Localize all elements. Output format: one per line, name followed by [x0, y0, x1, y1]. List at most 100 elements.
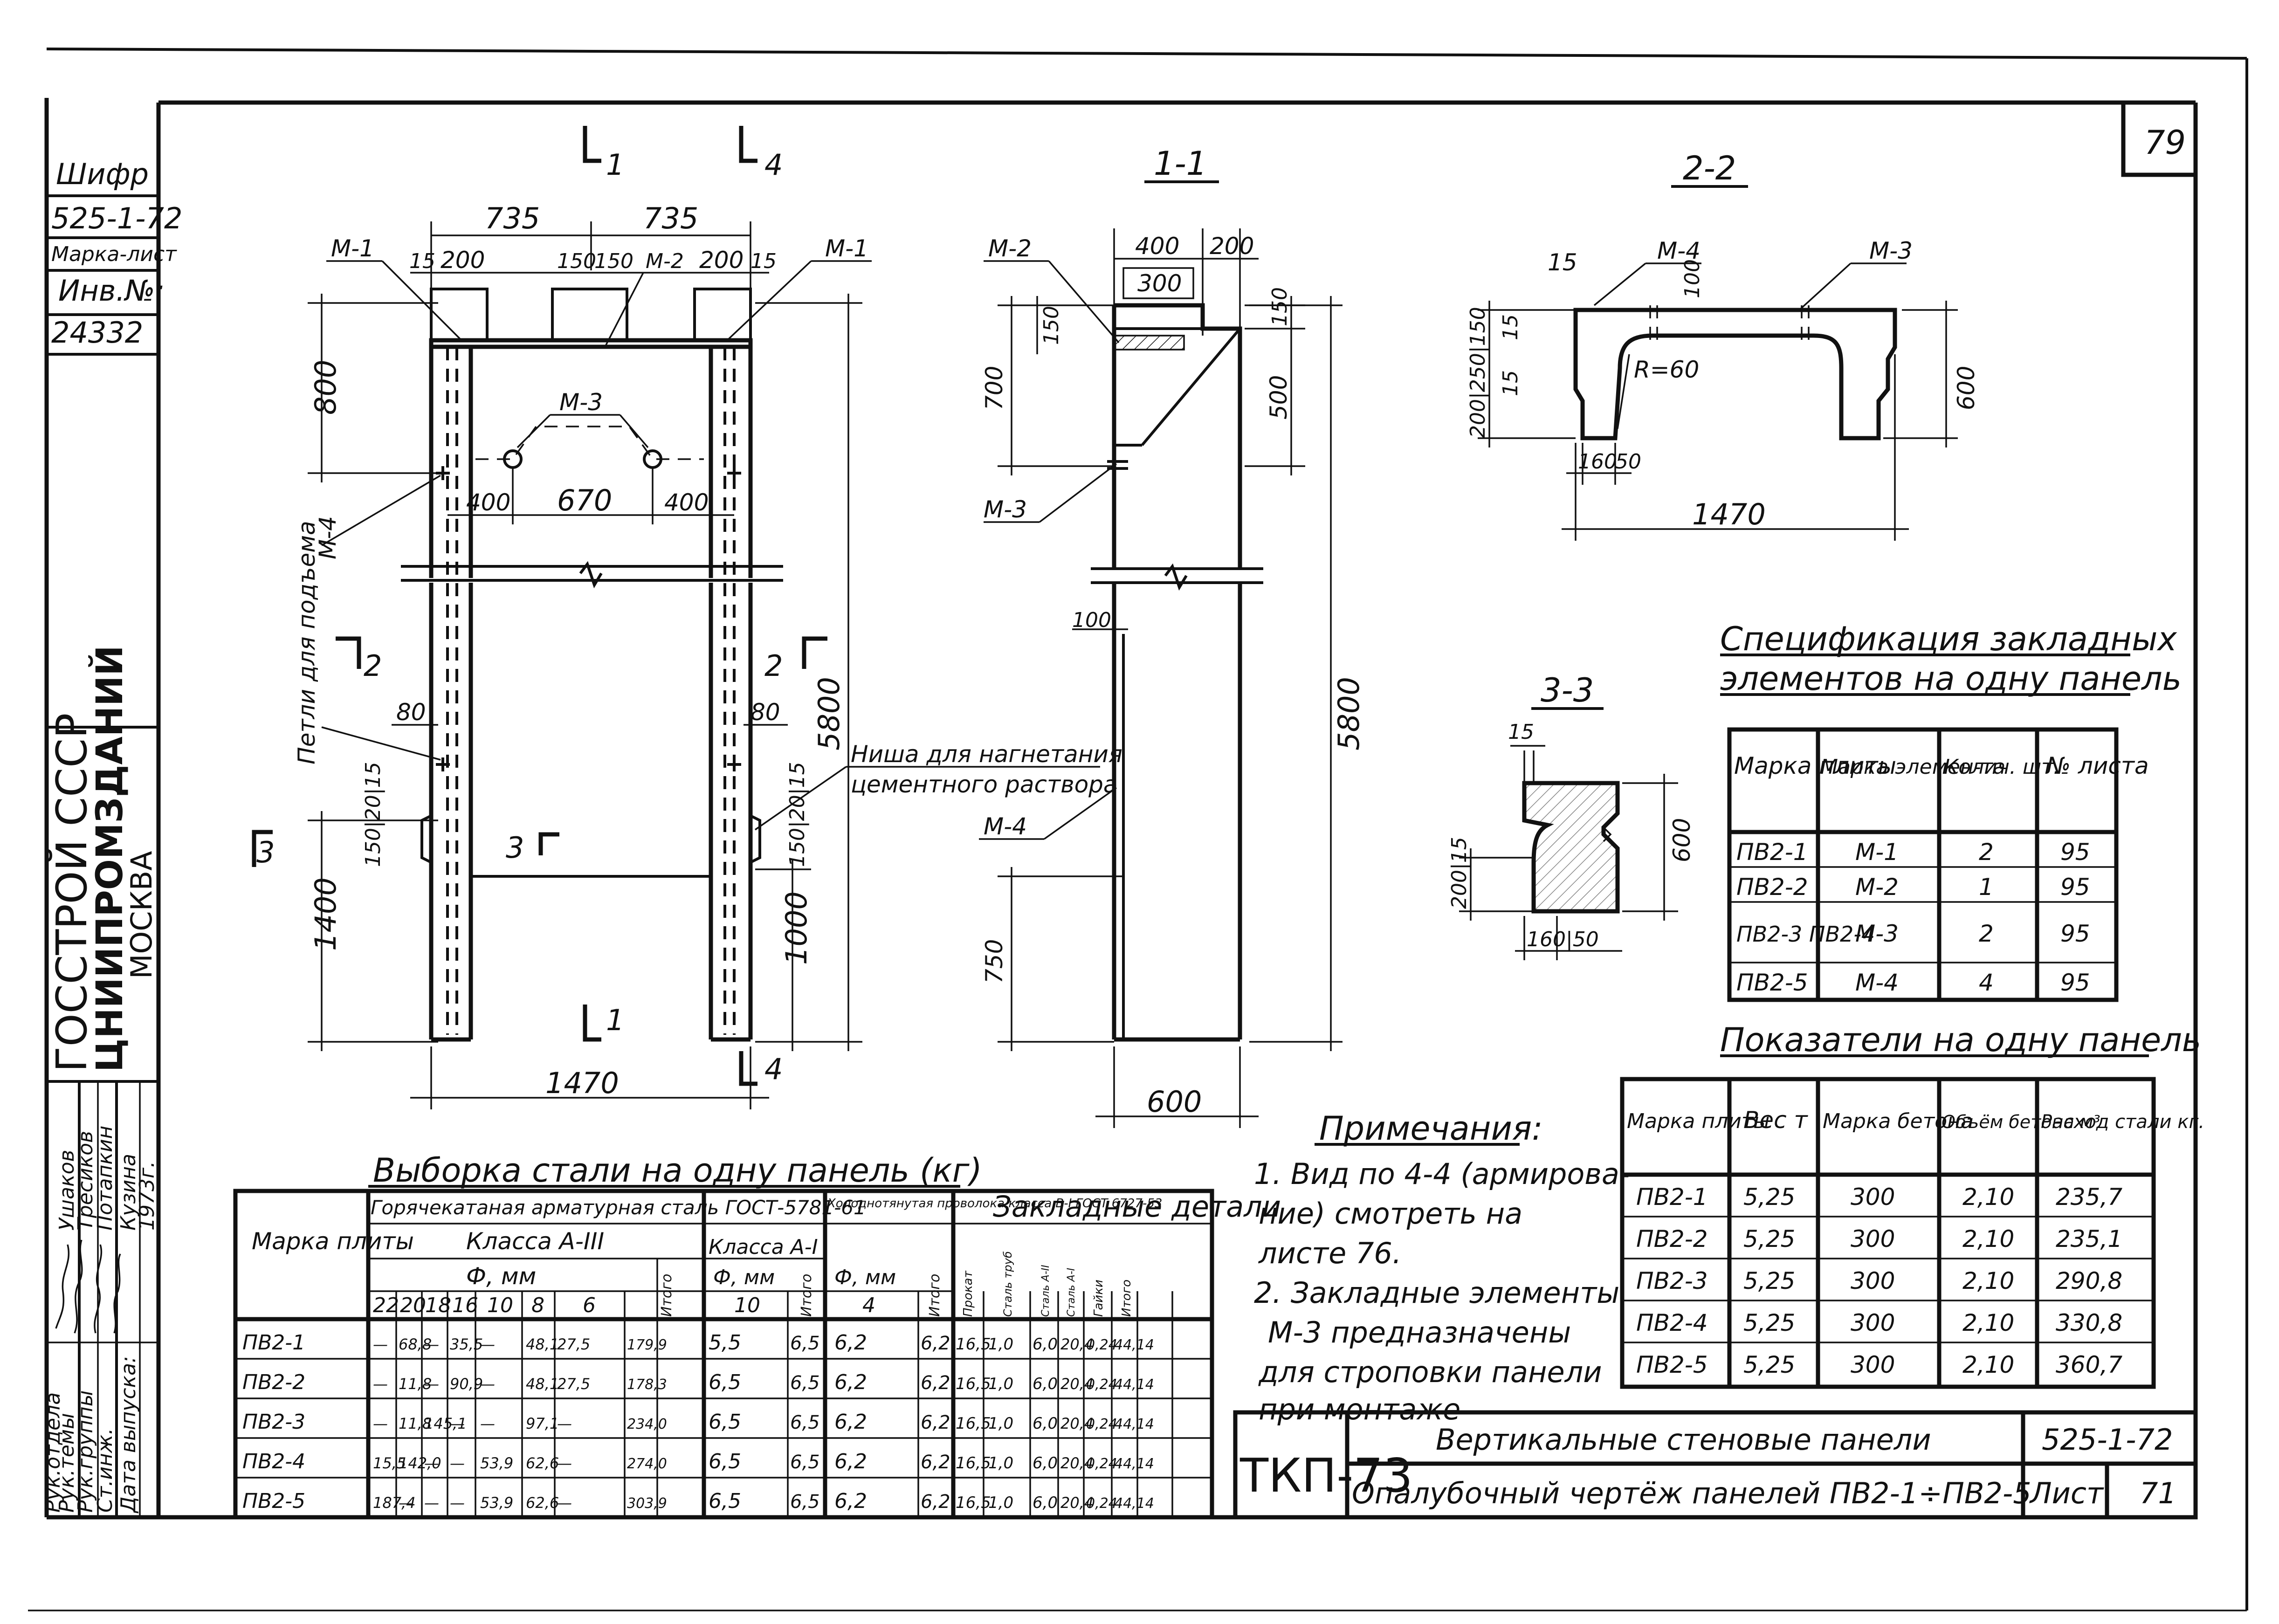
s22-mark-m4: М-4 [1657, 237, 1701, 264]
steel-cell-pipe: 1,0 [988, 1414, 1013, 1433]
s22-mark-m3: М-3 [1869, 237, 1913, 264]
s11-mark-m2: М-2 [988, 235, 1032, 262]
steel-cell-nuts: 0,24 [1086, 1456, 1117, 1472]
steel-emb-col-5: Гайки [1092, 1280, 1106, 1317]
page-number: 79 [2144, 124, 2186, 162]
notes-block: Примечания: 1. Вид по 4-4 (армирова- ние… [1254, 1109, 1630, 1426]
steel-header-dia: Ф, мм [466, 1263, 536, 1290]
ind-cell: ПВ2-1 [1636, 1184, 1708, 1211]
steel-cell-d10-b1: 6,5 [709, 1489, 741, 1513]
ind-cell: 300 [1851, 1184, 1895, 1211]
section-2-2-title: 2-2 [1683, 149, 1736, 187]
steel-header-d4: 4 [862, 1294, 875, 1317]
steel-cell-d18: — [424, 1494, 439, 1512]
steel-cell-nuts: 0,24 [1086, 1495, 1117, 1512]
steel-cell-d6: 27,5 [557, 1335, 590, 1353]
steel-cell-itogo-4: 6,2 [921, 1412, 950, 1433]
stamp-role-4: Ст.инж. [93, 1428, 117, 1513]
note-line-5: М-3 предназначены [1268, 1315, 1571, 1349]
dim-735-left: 735 [485, 201, 540, 235]
ind-header-steel: Расход стали кг. [2041, 1111, 2204, 1133]
dim-15-left: 15 [409, 249, 435, 273]
steel-cell-d10: 53,9 [480, 1494, 513, 1512]
steel-cell-itogo-b1: 6,5 [790, 1452, 820, 1473]
steel-emb-col-2: Сталь труб [1001, 1251, 1014, 1317]
steel-cell-d4: 6,2 [834, 1489, 867, 1513]
s11-dim-100: 100 [1072, 608, 1111, 632]
steel-cell-pipe: 1,0 [988, 1454, 1013, 1473]
spec-cell: М-4 [1855, 969, 1899, 996]
spec-row-4: ПВ2-5 М-4 4 95 [1736, 969, 2090, 996]
mark-m3: М-3 [559, 389, 603, 416]
steel-cell-prokat: 16,5 [956, 1335, 991, 1354]
s11-dim-300: 300 [1137, 270, 1182, 297]
steel-header-class1: Класса А-I [709, 1235, 818, 1259]
ind-cell: 2,10 [1962, 1184, 2014, 1211]
section-1-1-title: 1-1 [1154, 145, 1207, 183]
s22-dim-1470: 1470 [1692, 497, 1766, 531]
steel-cell-nuts: 0,24 [1086, 1416, 1117, 1432]
steel-cell-d8: 48,1 [526, 1335, 559, 1353]
indicators-title: Показатели на одну панель [1720, 1021, 2201, 1059]
steel-cell-a1: 20,4 [1060, 1494, 1094, 1512]
steel-header-embedded: Закладные детали [993, 1190, 1281, 1224]
steel-cell-d8: 62,6 [526, 1454, 559, 1472]
ind-cell: 300 [1851, 1309, 1895, 1336]
cut-mark-1-top: 1 [606, 148, 624, 182]
ind-header-plate: Марка плиты [1627, 1109, 1769, 1133]
steel-cell-d16: 90,9 [450, 1375, 483, 1393]
steel-cell-d16: — [450, 1494, 465, 1512]
steel-cell-prokat: 16,5 [956, 1493, 991, 1512]
ind-cell: 5,25 [1743, 1184, 1795, 1211]
note-niche-line2: цементного раствора [851, 771, 1118, 798]
steel-itogo-3: Итого [927, 1274, 943, 1317]
title-sheet-label: Лист [2029, 1476, 2104, 1510]
title-line-2: Опалубочный чертёж панелей ПВ2-1÷ПВ2-5 [1352, 1476, 2031, 1510]
s33-dim-600: 600 [1668, 818, 1695, 862]
spec-cell: М-3 [1855, 920, 1899, 947]
ind-row-4: ПВ2-4 5,25 300 2,10 330,8 [1636, 1309, 2122, 1336]
steel-dia-10: 10 [487, 1294, 513, 1317]
ind-header-concrete: Марка бетона [1823, 1109, 1973, 1133]
steel-dia-22: 22 [373, 1294, 399, 1317]
ind-cell: 5,25 [1743, 1351, 1795, 1378]
spec-cell: 95 [2060, 839, 2090, 866]
s33-dim-200-15: 200|15 [1447, 837, 1471, 909]
section-2-2: 2-2 15 М-4 М-3 100 R=60 200|250|150 15 1… [1466, 149, 1980, 541]
note-line-7: при монтаже [1259, 1392, 1460, 1426]
cut-mark-2-right: 2 [764, 649, 783, 683]
spec-title-line2: элементов на одну панель [1720, 660, 2182, 698]
steel-cell-plate: ПВ2-1 [242, 1331, 305, 1355]
indicators-table: Показатели на одну панель Марка плиты Ве… [1620, 1021, 2204, 1389]
steel-cell-d6: — [557, 1494, 572, 1512]
steel-cell-itogo-emb: 44,14 [1114, 1416, 1154, 1432]
dim-200-left: 200 [441, 247, 485, 274]
spec-row-1: ПВ2-1 М-1 2 95 [1736, 839, 2090, 866]
ind-cell: ПВ2-2 [1636, 1225, 1708, 1252]
steel-cell-itogo-4: 6,2 [921, 1452, 950, 1473]
s22-r60: R=60 [1634, 356, 1699, 383]
stamp-code-value: 525-1-72 [51, 201, 182, 235]
spec-cell: 2 [1979, 839, 1994, 866]
steel-cell-d22: — [373, 1335, 388, 1353]
spec-header-plate: Марка плиты [1734, 752, 1896, 779]
steel-cell-a2: 6,0 [1033, 1493, 1058, 1512]
note-line-6: для строповки панели [1258, 1355, 1602, 1389]
spec-cell: 95 [2060, 874, 2090, 901]
ind-row-5: ПВ2-5 5,25 300 2,10 360,7 [1636, 1351, 2122, 1378]
dim-670: 670 [557, 483, 612, 517]
dim-150-a: 150 [557, 249, 596, 273]
steel-cell-itogo-a3: 303,9 [627, 1495, 667, 1512]
steel-cell-prokat: 16,5 [956, 1375, 991, 1393]
steel-cell-d8: 62,6 [526, 1494, 559, 1512]
steel-cell-d10: 53,9 [480, 1454, 513, 1472]
steel-cell-itogo-emb: 44,14 [1114, 1376, 1154, 1393]
steel-header-mark: Марка плиты [252, 1228, 414, 1255]
steel-cell-d10: — [480, 1335, 495, 1353]
steel-cell-a1: 20,4 [1060, 1454, 1094, 1472]
elevation-view: 1 4 735 735 15 200 150 150 200 15 М-1 М-… [252, 126, 1122, 1109]
dim-1470-elev: 1470 [545, 1066, 619, 1100]
steel-cell-d22: 15,5 [373, 1454, 406, 1472]
